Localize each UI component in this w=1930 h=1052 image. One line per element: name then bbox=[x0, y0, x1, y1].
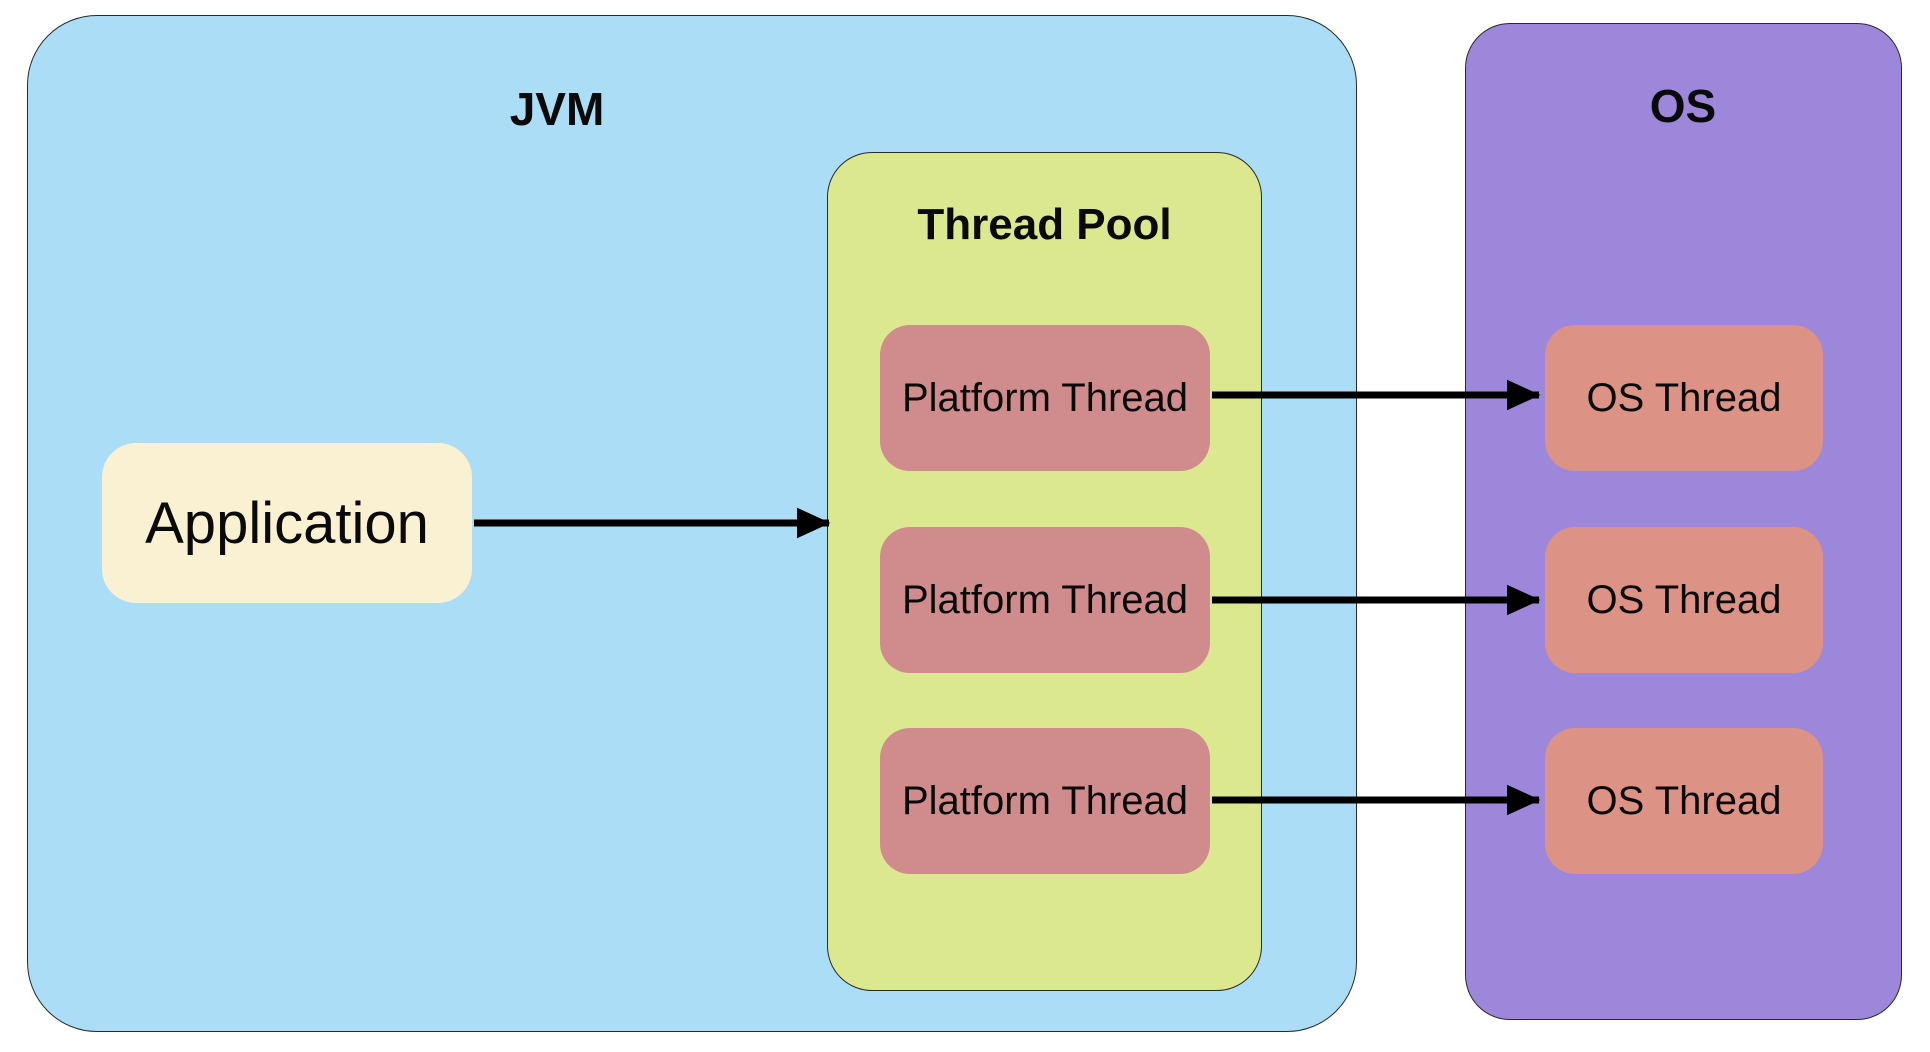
application-label: Application bbox=[145, 490, 429, 556]
os-container bbox=[1465, 23, 1902, 1020]
platform-thread-node: Platform Thread bbox=[880, 325, 1210, 471]
os-thread-label: OS Thread bbox=[1586, 778, 1782, 823]
os-thread-label: OS Thread bbox=[1586, 375, 1782, 420]
platform-thread-label: Platform Thread bbox=[901, 577, 1189, 622]
platform-thread-label: Platform Thread bbox=[901, 375, 1189, 420]
os-thread-node: OS Thread bbox=[1545, 728, 1823, 874]
os-title: OS bbox=[1649, 80, 1717, 132]
platform-thread-label: Platform Thread bbox=[901, 778, 1189, 823]
os-thread-node: OS Thread bbox=[1545, 325, 1823, 471]
jvm-title: JVM bbox=[509, 83, 605, 135]
os-thread-label: OS Thread bbox=[1586, 577, 1782, 622]
thread-pool-title: Thread Pool bbox=[917, 200, 1172, 249]
os-thread-node: OS Thread bbox=[1545, 527, 1823, 673]
platform-thread-node: Platform Thread bbox=[880, 527, 1210, 673]
platform-thread-node: Platform Thread bbox=[880, 728, 1210, 874]
application-node: Application bbox=[102, 443, 472, 603]
